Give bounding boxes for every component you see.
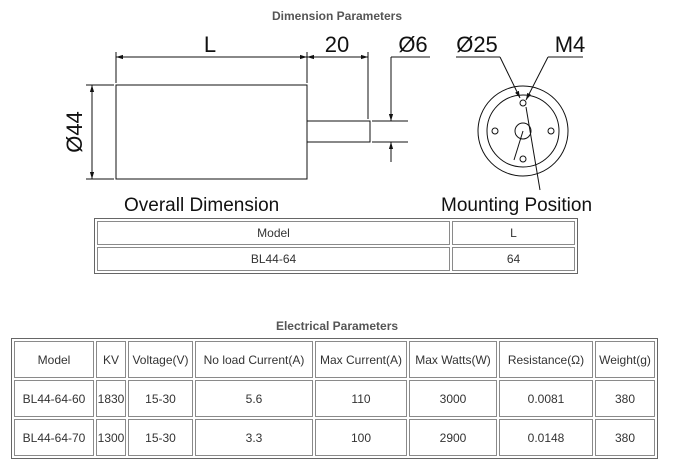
label-bolt-circle: Ø25 xyxy=(456,32,498,57)
mounting-position-caption: Mounting Position xyxy=(441,195,593,216)
mounting-hole-top xyxy=(519,99,527,107)
label-shaft-diameter: Ø6 xyxy=(398,32,427,57)
dimension-table: Model L BL44-64 64 xyxy=(94,218,578,274)
mounting-hole-left xyxy=(491,127,499,135)
header-max-watts: Max Watts(W) xyxy=(409,341,497,378)
header-L: L xyxy=(452,221,575,245)
cell-L: 64 xyxy=(452,247,575,271)
header-resistance: Resistance(Ω) xyxy=(499,341,593,378)
cell-kv: 1830 xyxy=(96,380,126,417)
table-row: BL44-64 64 xyxy=(97,247,575,271)
label-L: L xyxy=(204,32,216,57)
cell-voltage: 15-30 xyxy=(128,419,193,456)
label-thread: M4 xyxy=(555,32,586,57)
header-voltage: Voltage(V) xyxy=(128,341,193,378)
mounting-center-hole xyxy=(514,122,532,140)
cell-model: BL44-64-70 xyxy=(14,419,94,456)
electrical-table: Model KV Voltage(V) No load Current(A) M… xyxy=(11,338,658,459)
cell-weight: 380 xyxy=(595,419,655,456)
table-header-row: Model KV Voltage(V) No load Current(A) M… xyxy=(14,341,655,378)
label-20: 20 xyxy=(325,32,349,57)
cell-no-load-current: 5.6 xyxy=(195,380,313,417)
header-max-current: Max Current(A) xyxy=(315,341,407,378)
dimension-parameters-title: Dimension Parameters xyxy=(271,9,403,23)
cell-max-watts: 2900 xyxy=(409,419,497,456)
cell-resistance: 0.0081 xyxy=(499,380,593,417)
electrical-parameters-title: Electrical Parameters xyxy=(275,319,399,333)
mounting-bolt-circle xyxy=(486,94,560,168)
mounting-hole-bottom xyxy=(519,155,527,163)
header-model: Model xyxy=(97,221,450,245)
cell-no-load-current: 3.3 xyxy=(195,419,313,456)
cell-voltage: 15-30 xyxy=(128,380,193,417)
cell-weight: 380 xyxy=(595,380,655,417)
table-header-row: Model L xyxy=(97,221,575,245)
cell-kv: 1300 xyxy=(96,419,126,456)
header-kv: KV xyxy=(96,341,126,378)
header-weight: Weight(g) xyxy=(595,341,655,378)
cell-model: BL44-64 xyxy=(97,247,450,271)
mounting-outer-circle xyxy=(477,85,569,177)
overall-dimension-caption: Overall Dimension xyxy=(124,195,280,216)
table-row: BL44-64-70 1300 15-30 3.3 100 2900 0.014… xyxy=(14,419,655,456)
table-row: BL44-64-60 1830 15-30 5.6 110 3000 0.008… xyxy=(14,380,655,417)
mounting-hole-right xyxy=(547,127,555,135)
cell-max-watts: 3000 xyxy=(409,380,497,417)
header-model: Model xyxy=(14,341,94,378)
motor-body-outline xyxy=(115,84,308,180)
dimension-drawing: L 20 Ø6 Ø25 M4 Ø44 xyxy=(62,32,586,191)
motor-shaft-outline xyxy=(306,120,371,143)
cell-model: BL44-64-60 xyxy=(14,380,94,417)
cell-max-current: 110 xyxy=(315,380,407,417)
label-body-diameter: Ø44 xyxy=(62,111,87,153)
cell-max-current: 100 xyxy=(315,419,407,456)
cell-resistance: 0.0148 xyxy=(499,419,593,456)
header-no-load-current: No load Current(A) xyxy=(195,341,313,378)
